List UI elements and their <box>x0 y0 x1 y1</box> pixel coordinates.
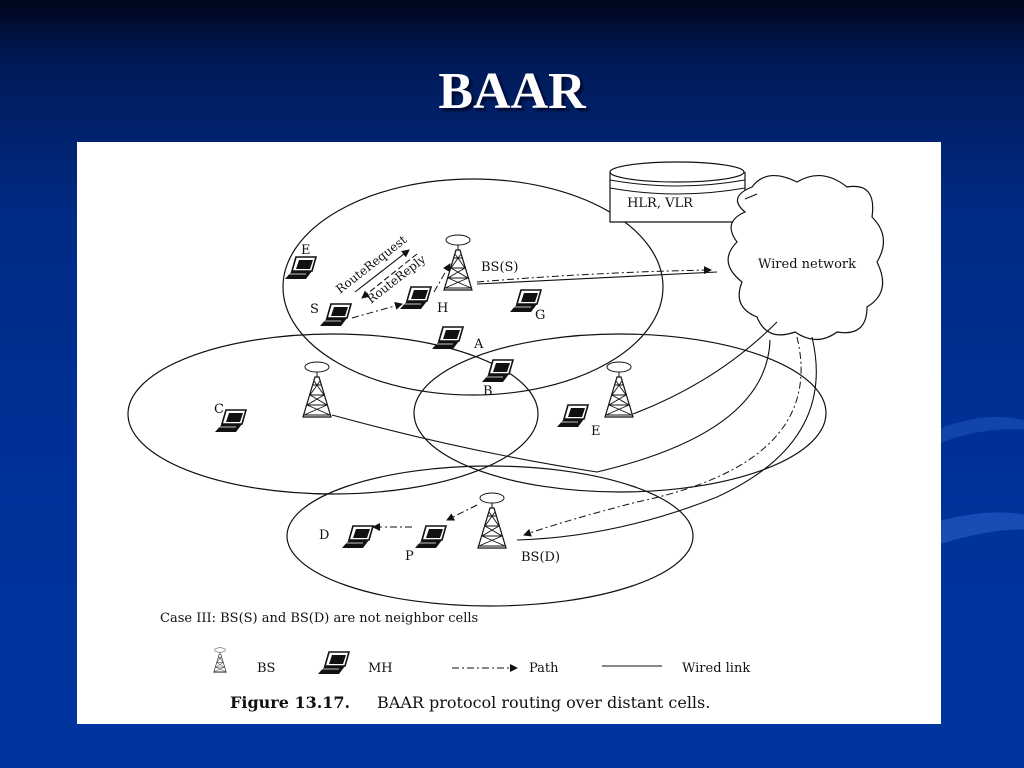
mobile-host-icon-s <box>319 303 352 327</box>
route-request-label: RouteRequest <box>333 233 409 297</box>
node-label-c: C <box>214 402 224 417</box>
wired-links <box>331 271 817 541</box>
tower-icon-left <box>302 361 332 418</box>
cell-left <box>127 333 539 495</box>
mobile-host-icon-p <box>414 525 447 549</box>
tower-icon-right <box>604 361 634 418</box>
route-reply-arrow <box>361 253 418 299</box>
wired-network-cloud <box>727 175 884 341</box>
node-label-b: B <box>483 384 493 399</box>
mobile-host-icon-e <box>284 256 317 280</box>
node-label-a: A <box>473 337 484 352</box>
database-icon <box>609 161 746 223</box>
tower-icon-bs-s <box>443 234 473 291</box>
legend-laptop-icon <box>317 651 350 675</box>
tower-icon-bs-d <box>477 492 507 549</box>
mobile-host-icon-e2 <box>556 404 589 428</box>
path-arrows <box>351 263 802 537</box>
caption-label: Figure 13.17. <box>230 693 350 712</box>
mobile-host-icon-h <box>399 286 432 310</box>
cloud-label: Wired network <box>758 257 856 272</box>
legend-mh-label: MH <box>368 661 393 676</box>
node-label-e2: E <box>591 424 601 439</box>
mobile-host-icon-b <box>481 359 514 383</box>
mobile-host-icon-d <box>341 525 374 549</box>
legend-wired-label: Wired link <box>682 661 750 676</box>
bs-source-label: BS(S) <box>481 260 519 275</box>
legend-bs-label: BS <box>257 661 275 676</box>
case-note: Case III: BS(S) and BS(D) are not neighb… <box>160 611 478 626</box>
cell-bs-s <box>282 178 664 396</box>
node-label-e: E <box>301 243 311 258</box>
legend-path-label: Path <box>529 661 559 676</box>
cell-bs-d <box>286 465 694 607</box>
node-label-h: H <box>437 301 448 316</box>
database-label: HLR, VLR <box>627 196 694 211</box>
node-label-g: G <box>535 308 545 323</box>
bs-dest-label: BS(D) <box>521 550 560 565</box>
node-label-s: S <box>310 302 319 317</box>
mobile-host-icon-a <box>431 326 464 350</box>
caption-text: BAAR protocol routing over distant cells… <box>377 693 710 712</box>
legend-tower-icon <box>213 647 227 673</box>
node-label-p: P <box>405 549 414 564</box>
baar-diagram: HLR, VLR Wired network E S H G A B C E D… <box>127 161 884 712</box>
slide-title: BAAR <box>438 63 586 120</box>
cell-right <box>413 333 827 493</box>
route-request-arrow <box>354 249 410 293</box>
node-label-d: D <box>319 528 329 543</box>
legend: BS MH Path Wired link <box>213 647 750 676</box>
figure-panel: HLR, VLR Wired network E S H G A B C E D… <box>77 142 941 724</box>
